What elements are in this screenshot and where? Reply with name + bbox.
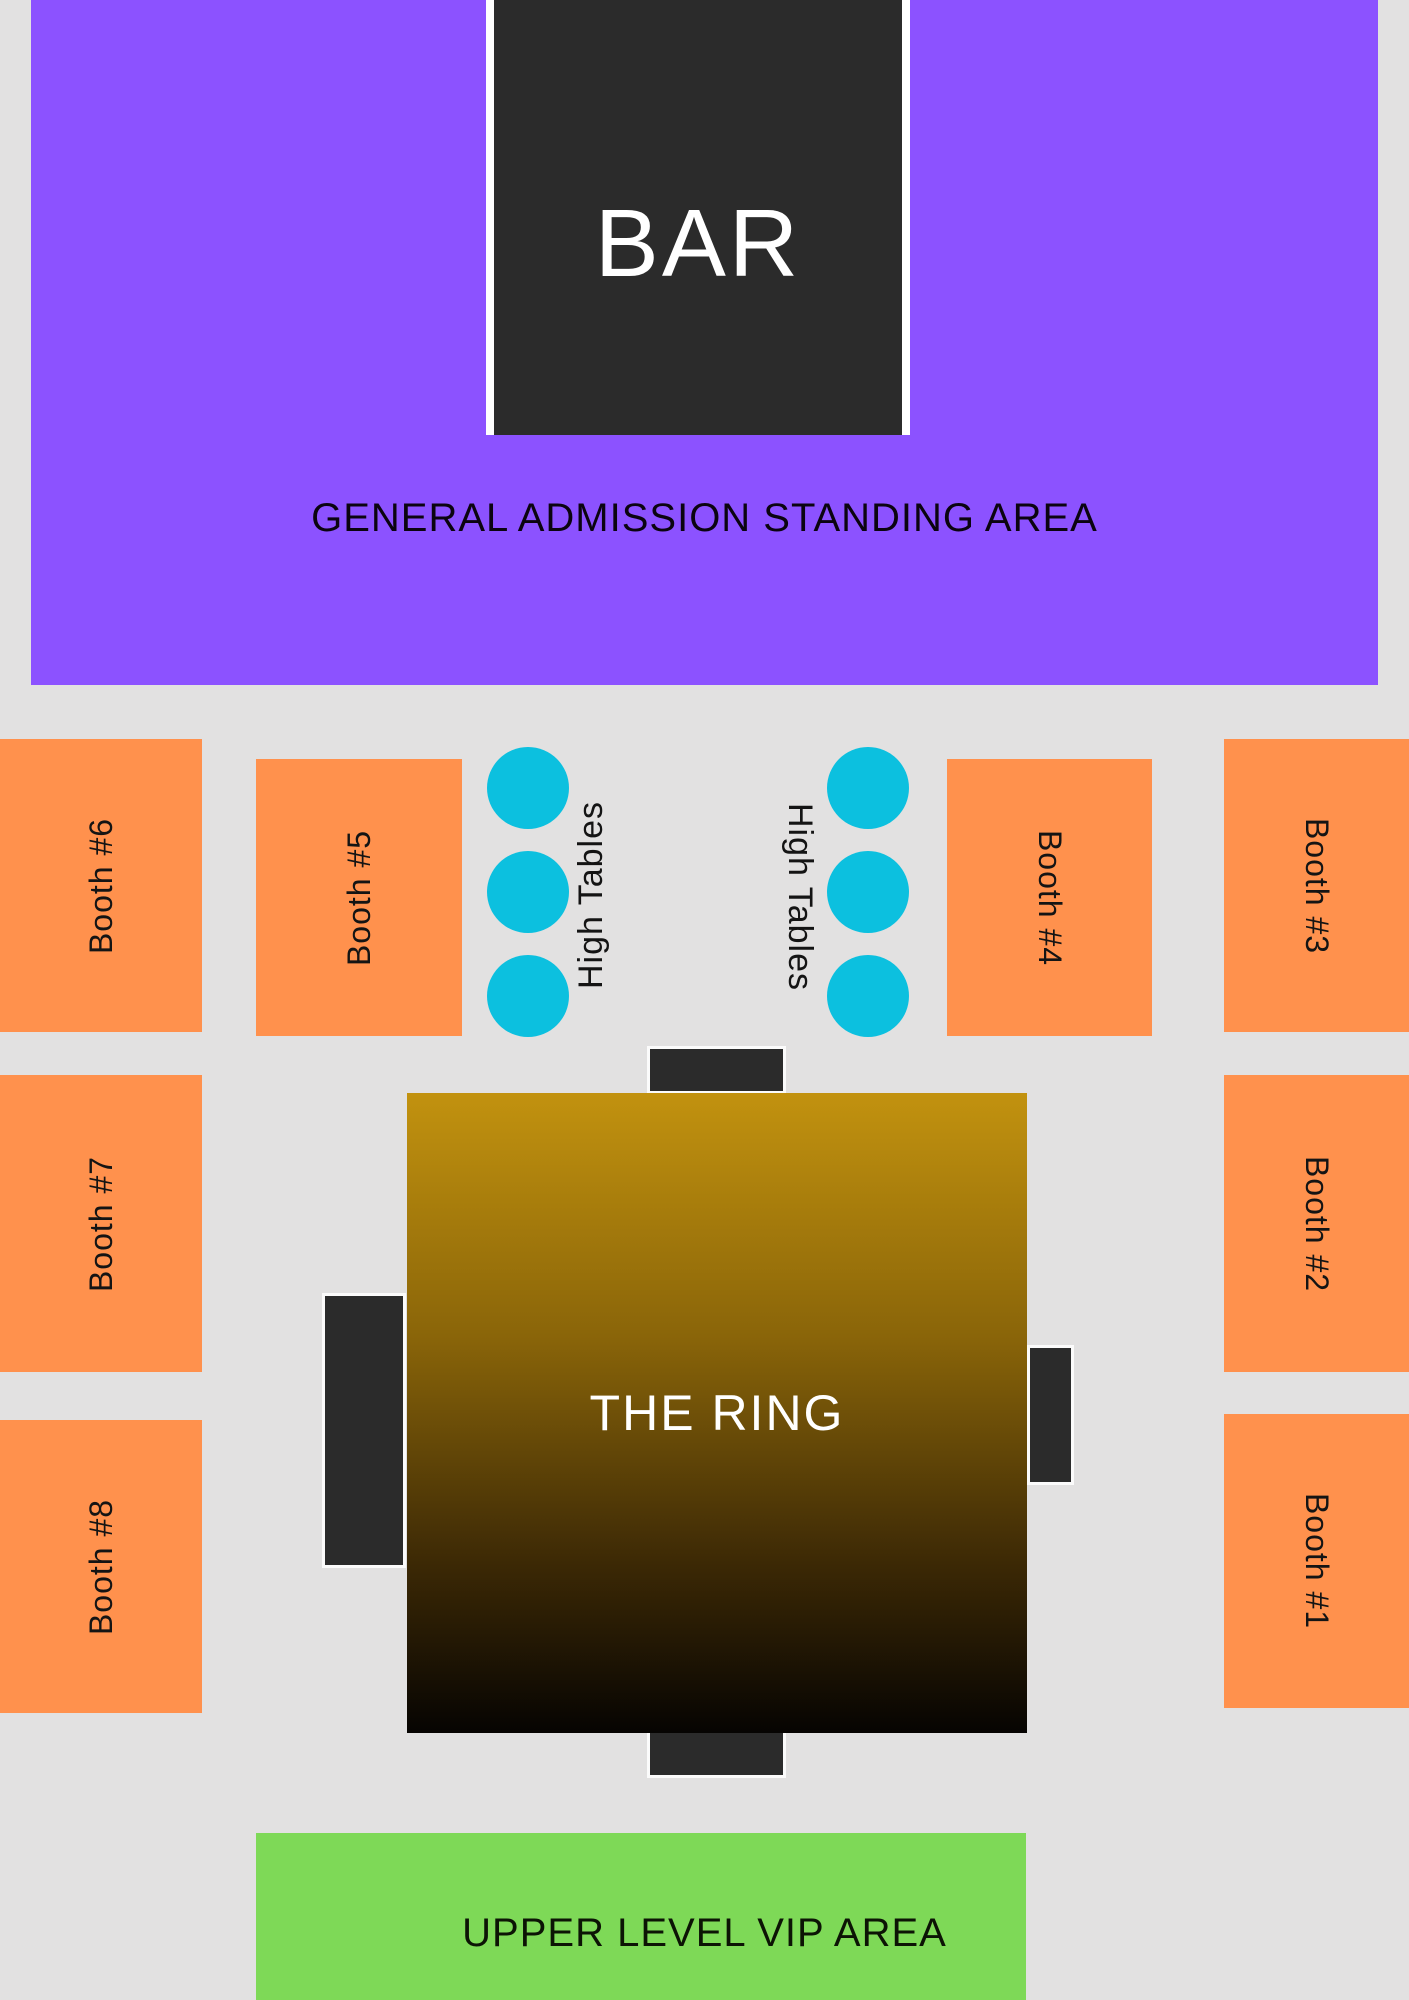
high-table-circle <box>487 851 569 933</box>
high-tables-right-label: High Tables <box>781 802 819 992</box>
ring-label: THE RING <box>589 1385 845 1441</box>
high-table-circle <box>487 955 569 1037</box>
booth-6: Booth #6 <box>0 739 202 1032</box>
ring-area: THE RING <box>407 1093 1027 1733</box>
booth-5-label: Booth #5 <box>341 829 377 966</box>
booth-1: Booth #1 <box>1224 1414 1409 1708</box>
high-table-circle <box>827 747 909 829</box>
vip-area <box>256 1833 1026 2000</box>
booth-4: Booth #4 <box>947 759 1152 1036</box>
ring-step-top <box>647 1046 786 1094</box>
ring-step-bottom <box>647 1730 786 1778</box>
vip-area-label: UPPER LEVEL VIP AREA <box>462 1911 947 1955</box>
booth-3: Booth #3 <box>1224 739 1409 1032</box>
booth-6-label: Booth #6 <box>83 817 119 954</box>
booth-8-label: Booth #8 <box>83 1498 119 1635</box>
high-table-circle <box>827 955 909 1037</box>
booth-8: Booth #8 <box>0 1420 202 1713</box>
booth-7-label: Booth #7 <box>83 1155 119 1292</box>
booth-7: Booth #7 <box>0 1075 202 1372</box>
booth-5: Booth #5 <box>256 759 462 1036</box>
booth-1-label: Booth #1 <box>1298 1492 1335 1630</box>
booth-3-label: Booth #3 <box>1298 817 1335 954</box>
bar-area: BAR <box>486 0 910 435</box>
high-table-circle <box>827 851 909 933</box>
ring-step-right <box>1027 1345 1074 1485</box>
ring-step-left <box>322 1293 406 1568</box>
booth-2: Booth #2 <box>1224 1075 1409 1372</box>
general-admission-label: GENERAL ADMISSION STANDING AREA <box>311 496 1098 540</box>
booth-2-label: Booth #2 <box>1298 1155 1335 1292</box>
high-table-circle <box>487 747 569 829</box>
booth-4-label: Booth #4 <box>1031 829 1068 966</box>
high-tables-left-label: High Tables <box>572 800 610 990</box>
bar-label: BAR <box>594 190 802 297</box>
